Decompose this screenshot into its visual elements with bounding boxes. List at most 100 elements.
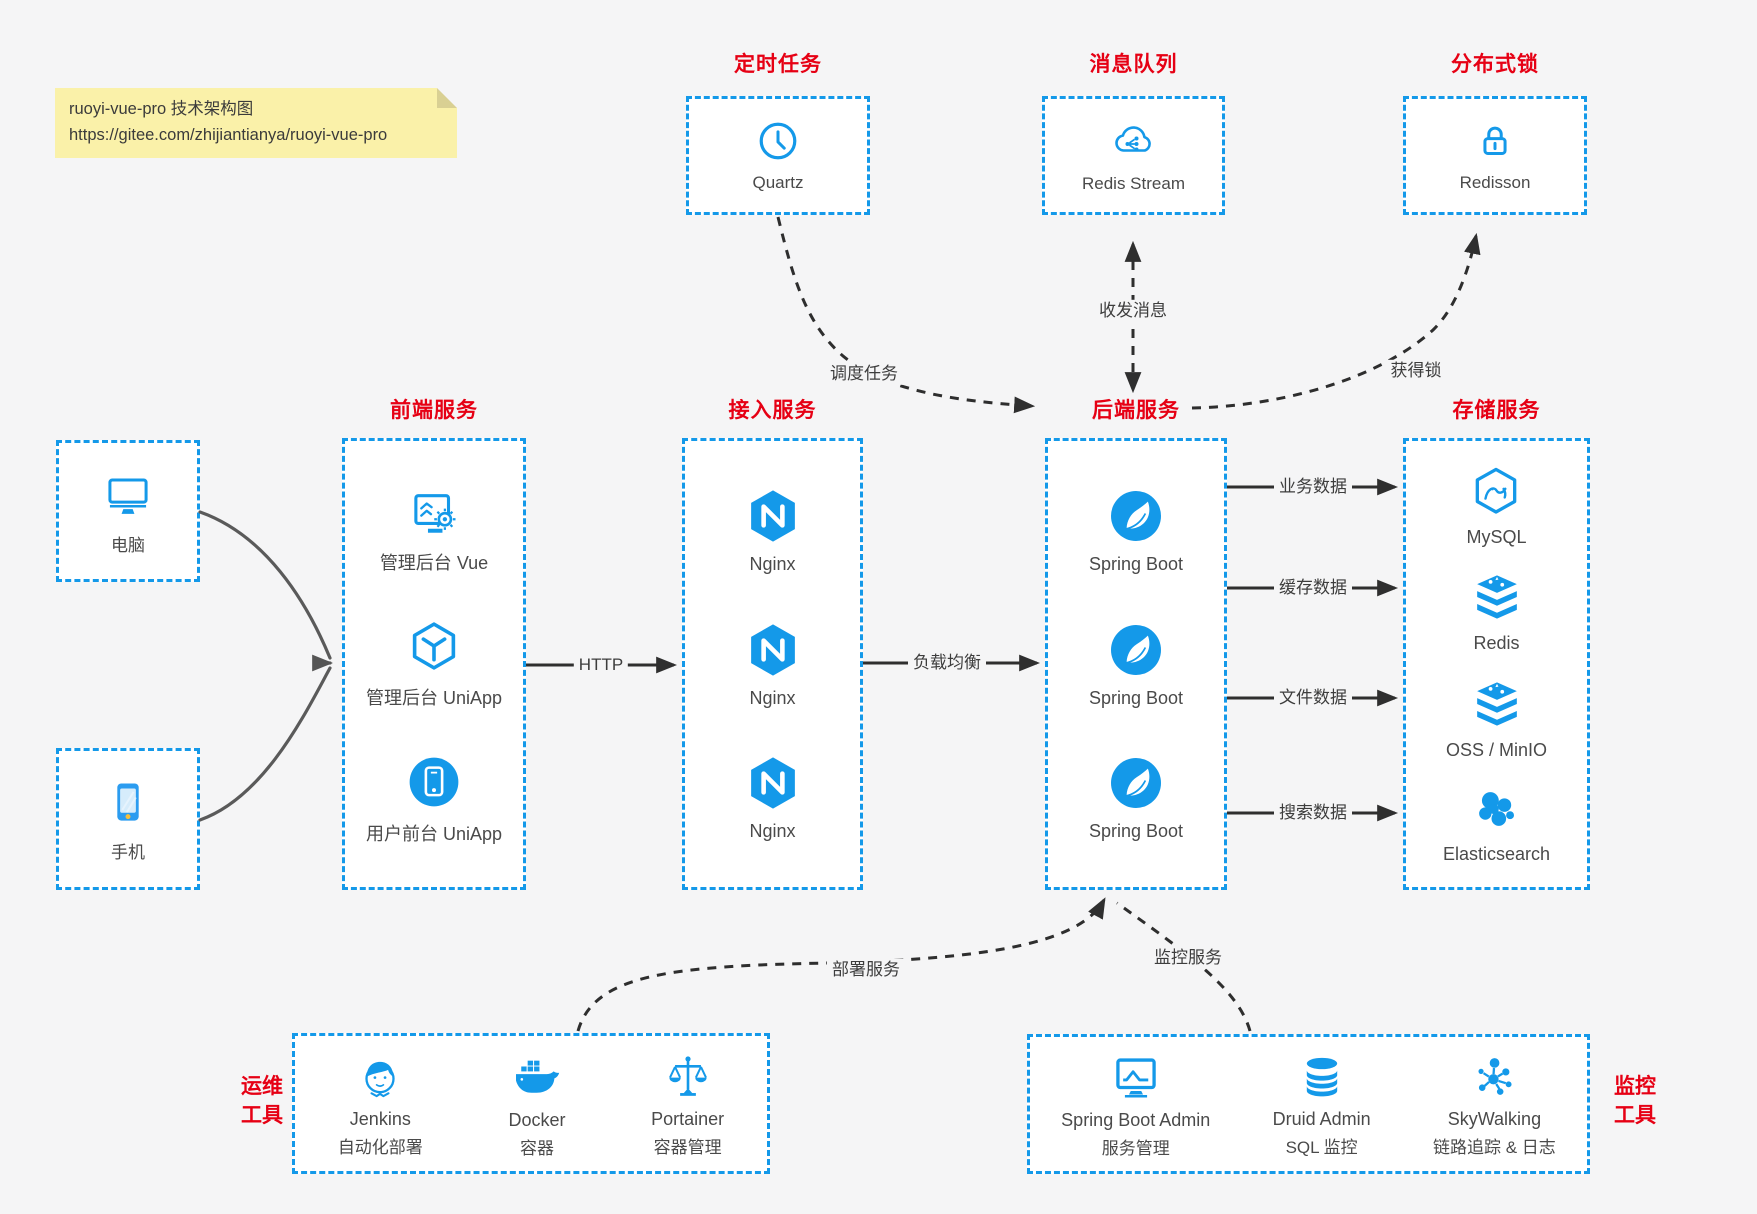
elasticsearch-label: Elasticsearch <box>1442 844 1551 865</box>
redis-label: Redis <box>1473 633 1520 654</box>
portainer-node: Portainer 容器管理 <box>651 1050 724 1158</box>
smartphone-icon <box>117 783 139 821</box>
title-distributed-lock: 分布式锁 <box>1451 53 1539 76</box>
schedule-task-arrow <box>776 216 1036 414</box>
admin-uniapp-node: 管理后台 UniApp <box>366 616 502 710</box>
clock-icon <box>755 118 801 164</box>
nginx-label: Nginx <box>749 553 796 574</box>
docker-icon <box>515 1060 560 1093</box>
frontend-services-box: 管理后台 Vue 管理后台 UniApp 用户前台 UniApp <box>342 438 526 890</box>
sticky-note: ruoyi-vue-pro 技术架构图 https://gitee.com/zh… <box>55 88 457 159</box>
edge-label-deploy: 部署服务 <box>827 958 905 982</box>
title-scheduled-jobs: 定时任务 <box>734 53 822 76</box>
title-frontend-services: 前端服务 <box>390 399 478 422</box>
monitor-tools-title-line2: 工具 <box>1614 1104 1656 1128</box>
edge-label-messaging: 收发消息 <box>1094 299 1172 323</box>
note-title: ruoyi-vue-pro 技术架构图 <box>69 100 254 118</box>
user-uniapp-label: 用户前台 UniApp <box>365 823 503 844</box>
note-fold-corner <box>437 88 457 108</box>
backend-services-box: Spring Boot Spring Boot Spring Boot <box>1045 438 1227 890</box>
druid-node: Druid Admin SQL 监控 <box>1273 1050 1371 1158</box>
edge-label-http: HTTP <box>573 653 629 677</box>
spring-boot-admin-icon <box>1108 1049 1164 1105</box>
elasticsearch-node: Elasticsearch <box>1443 782 1550 865</box>
nginx-node: Nginx <box>743 486 803 575</box>
redis-icon <box>1476 575 1517 619</box>
title-message-queue: 消息队列 <box>1089 53 1178 76</box>
title-access-services: 接入服务 <box>728 399 817 422</box>
jenkins-icon <box>353 1061 407 1104</box>
spring-boot-admin-label: Spring Boot Admin <box>1061 1110 1211 1130</box>
storage-services-box: MySQL Redis OSS / MinIO <box>1403 438 1590 890</box>
skywalking-desc: 链路追踪 & 日志 <box>1433 1138 1556 1157</box>
spring-boot-admin-desc: 服务管理 <box>1101 1139 1170 1158</box>
edge-label-load-balance: 负载均衡 <box>908 651 986 675</box>
title-backend-services: 后端服务 <box>1092 399 1180 422</box>
ops-tools-title-line1: 运维 <box>241 1075 283 1098</box>
spring-boot-icon <box>1111 624 1161 675</box>
quartz-label: Quartz <box>752 173 804 192</box>
edge-label-file-data: 文件数据 <box>1274 686 1352 710</box>
note-url: https://gitee.com/zhijiantianya/ruoyi-vu… <box>69 125 388 144</box>
access-services-box: Nginx Nginx Nginx <box>682 438 863 890</box>
data-arrows <box>1227 478 1399 822</box>
spring-boot-icon <box>1111 490 1161 541</box>
lock-icon <box>1472 118 1518 164</box>
nginx-node: Nginx <box>743 620 803 709</box>
druid-desc: SQL 监控 <box>1285 1138 1358 1157</box>
redis-stream-box: Redis Stream <box>1042 96 1225 215</box>
quartz-box: Quartz <box>686 96 870 215</box>
spring-boot-node: Spring Boot <box>1089 486 1183 575</box>
edge-label-schedule: 调度任务 <box>825 362 903 386</box>
uniapp-cube-icon <box>404 616 464 676</box>
portainer-label: Portainer <box>651 1108 725 1129</box>
redisson-label: Redisson <box>1459 173 1531 192</box>
nginx-label: Nginx <box>749 687 796 708</box>
portainer-desc: 容器管理 <box>653 1137 722 1157</box>
redis-node: Redis <box>1469 569 1525 654</box>
skywalking-label: SkyWalking <box>1447 1109 1542 1129</box>
mysql-label: MySQL <box>1466 526 1527 547</box>
nginx-node: Nginx <box>743 753 803 842</box>
user-uniapp-node: 用户前台 UniApp <box>366 752 502 846</box>
jenkins-node: Jenkins 自动化部署 <box>338 1050 423 1158</box>
ops-tools-title: 运维 工具 <box>232 1072 292 1131</box>
monitor-tools-box: Spring Boot Admin 服务管理 Druid Admin SQL 监… <box>1027 1034 1590 1174</box>
druid-icon <box>1306 1057 1337 1097</box>
jenkins-label: Jenkins <box>349 1108 411 1129</box>
spring-boot-node: Spring Boot <box>1089 620 1183 709</box>
spring-boot-icon <box>1111 758 1161 809</box>
edge-label-business-data: 业务数据 <box>1274 475 1352 499</box>
title-storage-services: 存储服务 <box>1452 399 1541 422</box>
ops-tools-title-line2: 工具 <box>241 1104 283 1128</box>
nginx-icon <box>750 757 795 809</box>
skywalking-node: SkyWalking 链路追踪 & 日志 <box>1433 1050 1556 1158</box>
spring-boot-label: Spring Boot <box>1088 821 1184 842</box>
spring-boot-node: Spring Boot <box>1089 753 1183 842</box>
spring-boot-label: Spring Boot <box>1088 553 1184 574</box>
admin-uniapp-label: 管理后台 UniApp <box>365 688 503 708</box>
redis-stream-label: Redis Stream <box>1082 174 1185 193</box>
spring-boot-admin-node: Spring Boot Admin 服务管理 <box>1061 1049 1210 1159</box>
mysql-icon <box>1468 463 1524 519</box>
storage-stack-icon <box>1476 682 1517 726</box>
mobile-client-box: 手机 <box>56 748 200 890</box>
admin-vue-icon <box>405 483 456 541</box>
mobile-app-icon <box>409 757 459 806</box>
cloud-stream-icon <box>1110 117 1158 165</box>
oss-minio-node: OSS / MinIO <box>1446 676 1547 761</box>
jenkins-desc: 自动化部署 <box>337 1137 423 1157</box>
redisson-box: Redisson <box>1403 96 1587 215</box>
mysql-node: MySQL <box>1466 463 1527 548</box>
druid-label: Druid Admin <box>1272 1109 1371 1129</box>
monitor-tools-title: 监控 工具 <box>1605 1072 1665 1131</box>
docker-label: Docker <box>508 1109 566 1130</box>
ops-tools-box: Jenkins 自动化部署 Docker 容器 <box>292 1033 770 1174</box>
edge-label-search-data: 搜索数据 <box>1274 801 1352 825</box>
docker-desc: 容器 <box>519 1138 554 1158</box>
desktop-icon <box>100 466 156 514</box>
clients-merge-arrow <box>198 510 334 822</box>
docker-node: Docker 容器 <box>508 1049 565 1159</box>
pc-client-box: 电脑 <box>56 440 200 582</box>
